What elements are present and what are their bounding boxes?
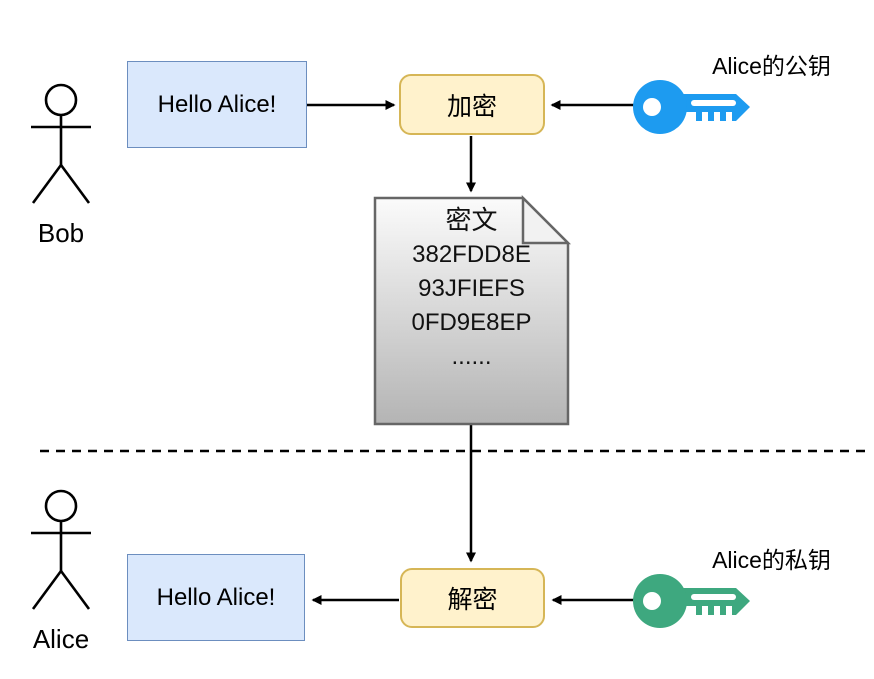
actor-leg-right — [59, 164, 91, 204]
document-folded-corner — [521, 194, 572, 245]
ciphertext-line: 382FDD8E — [412, 241, 531, 268]
decrypt-label: 解密 — [447, 586, 498, 614]
private-key-label: Alice的私钥 — [712, 547, 831, 573]
encrypt-box: 加密 — [399, 74, 545, 135]
actor-leg-right — [59, 570, 91, 610]
ciphertext-line: 93JFIEFS — [418, 275, 525, 302]
actor-alice-figure — [31, 489, 91, 610]
ciphertext-line: 0FD9E8EP — [411, 309, 532, 336]
actor-bob-figure — [31, 83, 91, 204]
actor-head — [44, 83, 78, 117]
plaintext-bottom-label: Hello Alice! — [156, 583, 276, 611]
actor-leg-left — [31, 570, 63, 610]
ciphertext-document-shape — [373, 194, 572, 426]
private-key-icon — [633, 574, 750, 628]
public-key-icon — [633, 80, 750, 134]
ciphertext-title: 密文 — [445, 205, 498, 235]
public-key-label: Alice的公钥 — [712, 53, 831, 79]
decrypt-box: 解密 — [400, 568, 545, 628]
actor-head — [44, 489, 78, 523]
actor-bob-label: Bob — [37, 218, 85, 248]
plaintext-box-bottom: Hello Alice! — [127, 554, 305, 641]
encrypt-label: 加密 — [446, 92, 497, 121]
ciphertext-document-text: 密文 382FDD8E 93JFIEFS 0FD9E8EP ...... — [375, 202, 568, 374]
ciphertext-line: ...... — [451, 343, 492, 370]
actor-alice-label: Alice — [32, 624, 90, 654]
actor-leg-left — [31, 164, 63, 204]
plaintext-box-top: Hello Alice! — [127, 61, 307, 148]
plaintext-top-label: Hello Alice! — [157, 90, 277, 118]
